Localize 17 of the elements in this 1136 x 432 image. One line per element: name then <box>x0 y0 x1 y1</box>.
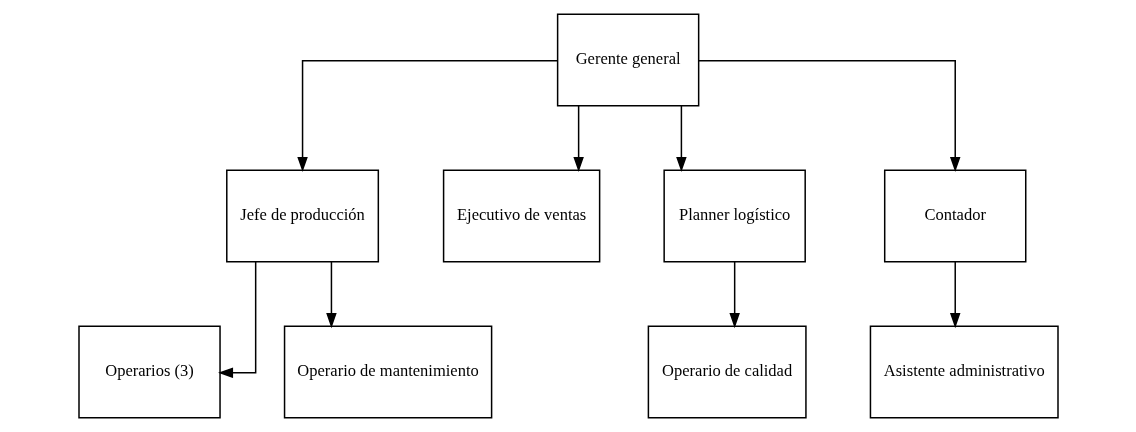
node-box: Planner logístico <box>662 169 806 263</box>
arrow <box>949 261 960 329</box>
arrow <box>296 59 558 173</box>
node-box: Ejecutivo de ventas <box>442 169 600 263</box>
arrow <box>572 105 584 173</box>
arrow <box>217 261 256 379</box>
node-box: Contador <box>883 169 1026 263</box>
arrow <box>675 105 687 173</box>
node-box: Operarios (3) <box>77 325 221 419</box>
arrow <box>325 261 337 329</box>
node-box: Asistente administrativo <box>869 325 1059 419</box>
node-box: Gerente general <box>556 13 699 107</box>
node-box: Operario de calidad <box>647 325 807 419</box>
node-box: Operario de mantenimiento <box>283 325 492 419</box>
arrow <box>697 59 960 173</box>
arrow <box>728 261 740 329</box>
node-box: Jefe de producción <box>225 169 379 263</box>
